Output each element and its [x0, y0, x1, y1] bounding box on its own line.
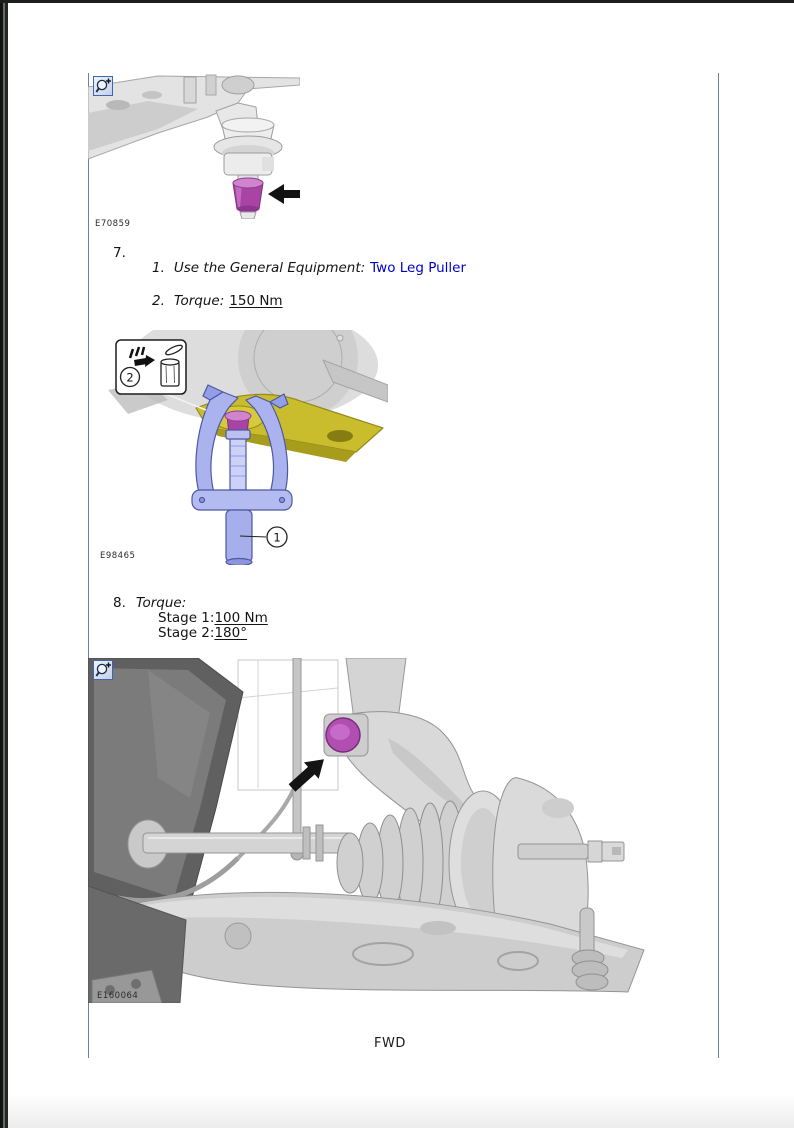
svg-text:1: 1: [273, 531, 280, 545]
stage-2-value: 180°: [214, 625, 247, 641]
fender-panel: [88, 658, 244, 921]
callout-2-badge: 2: [119, 366, 141, 388]
figure-front-suspension: E160064: [88, 658, 673, 1003]
stabilizer-link: [290, 658, 304, 861]
left-edge-stripe: [0, 0, 8, 1128]
stage-1-label: Stage 1:: [158, 610, 215, 626]
figure-two-leg-puller: 2 1 E98465: [88, 330, 388, 565]
ball-joint-stud-magenta: [232, 177, 264, 213]
discard-instruction-box: 2: [115, 339, 187, 395]
two-leg-puller-tool: [191, 384, 293, 565]
cv-boot-bellows: [336, 800, 465, 926]
torque-value: 150 Nm: [229, 293, 283, 309]
substep-1-text: Use the General Equipment:: [173, 260, 366, 276]
figure-label: E98465: [100, 551, 136, 561]
substep-2-text: Torque:: [173, 293, 225, 309]
cv-axle-shaft: [127, 819, 354, 877]
magnifier-plus-icon: [95, 78, 111, 93]
lower-control-arm: [105, 891, 645, 993]
lower-ball-joint: [571, 907, 609, 991]
step-8-stage-2: Stage 2:180°: [158, 626, 247, 641]
fwd-direction-label: FWD: [374, 1036, 406, 1051]
top-edge-border: [0, 0, 794, 3]
step-8-number: 8.: [113, 595, 126, 611]
step-7-substep-2: 2. Torque:150 Nm: [152, 294, 283, 309]
content-right-rule: [718, 73, 719, 1058]
step-8-label: Torque:: [135, 595, 187, 611]
callout-2-leader: [165, 393, 207, 411]
step-7-number: 7.: [113, 245, 126, 261]
svg-text:2: 2: [126, 371, 133, 385]
stage-1-value: 100 Nm: [214, 610, 268, 626]
content-left-rule: [88, 73, 89, 1058]
step-8-heading: 8. Torque:: [113, 596, 186, 611]
black-arrow-icon: [268, 184, 300, 204]
two-leg-puller-link[interactable]: Two Leg Puller: [370, 260, 467, 276]
figure-label: E70859: [95, 219, 131, 229]
pinch-bolt-magenta: [325, 717, 361, 753]
step-7-substep-1: 1. Use the General Equipment:Two Leg Pull…: [152, 261, 466, 276]
ball-joint-illustration: [88, 74, 300, 219]
two-leg-puller-illustration: 2 1: [108, 330, 388, 565]
figure-label: E160064: [97, 991, 139, 1001]
zoom-icon[interactable]: [93, 76, 113, 96]
axle-output-shaft: [517, 840, 625, 863]
subframe-rail: [88, 75, 300, 160]
black-arrow-icon: [288, 759, 324, 792]
figure-ball-joint: E70859: [88, 73, 308, 233]
callout-1-badge: 1: [239, 526, 288, 548]
zoom-icon[interactable]: [93, 660, 113, 680]
discard-part-icon: [128, 344, 183, 387]
front-suspension-illustration: [88, 658, 645, 1003]
substep-2-number: 2.: [152, 293, 165, 309]
page-bottom-fade: [8, 1094, 794, 1128]
step-8-stage-1: Stage 1:100 Nm: [158, 611, 268, 626]
substep-1-number: 1.: [152, 260, 165, 276]
stage-2-label: Stage 2:: [158, 625, 215, 641]
magnifier-plus-icon: [95, 662, 111, 677]
subframe-corner: [88, 885, 187, 1003]
